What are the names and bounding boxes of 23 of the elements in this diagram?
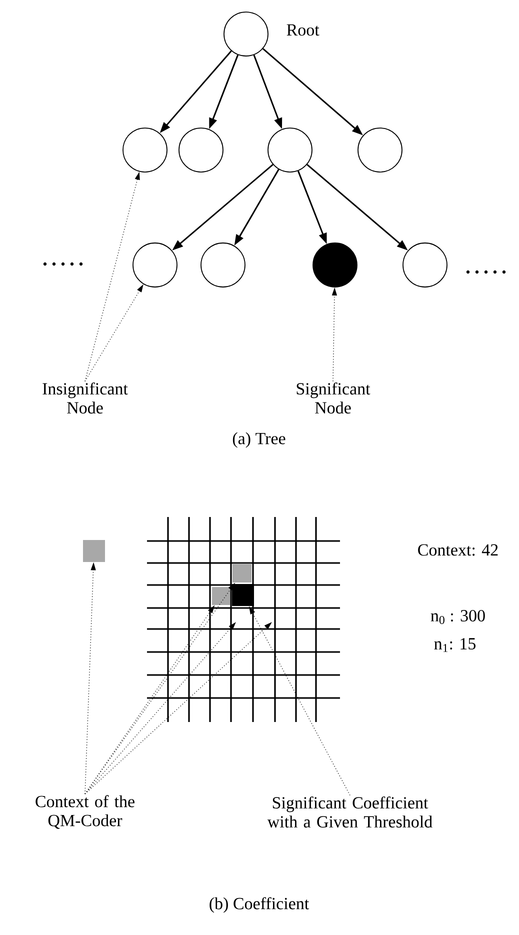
caption-text: Context: 42 <box>418 544 498 556</box>
caption-text: (a) Tree <box>232 432 286 448</box>
tree-node-circle <box>402 242 448 288</box>
coefficient-square <box>212 587 230 605</box>
callout-text: Significant Coefficient with a Given Threshold <box>267 796 432 828</box>
tree-node-circle <box>224 12 268 56</box>
caption-text: n$_{1}$: 15 <box>434 638 476 652</box>
caption-text: n$_{0}$ : 300 <box>430 610 485 624</box>
tree-node-circle <box>122 128 168 172</box>
tree-node-circle <box>178 128 224 172</box>
tree-node-circle <box>358 128 402 172</box>
callout-text: Context of the QM-Coder <box>36 795 134 829</box>
tree-node-circle <box>268 128 312 172</box>
caption-text: (b) Coefficient <box>210 897 310 913</box>
callout-text: Significant Node <box>296 382 370 414</box>
node-label: Root <box>286 24 320 36</box>
coefficient-square <box>232 584 254 606</box>
tree-node-circle <box>200 242 246 288</box>
coefficient-square <box>83 540 105 562</box>
tree-node-circle <box>132 242 178 288</box>
coefficient-square <box>232 564 252 582</box>
callout-text: Insignificant Node <box>42 382 128 414</box>
tree-node-circle <box>312 242 358 288</box>
